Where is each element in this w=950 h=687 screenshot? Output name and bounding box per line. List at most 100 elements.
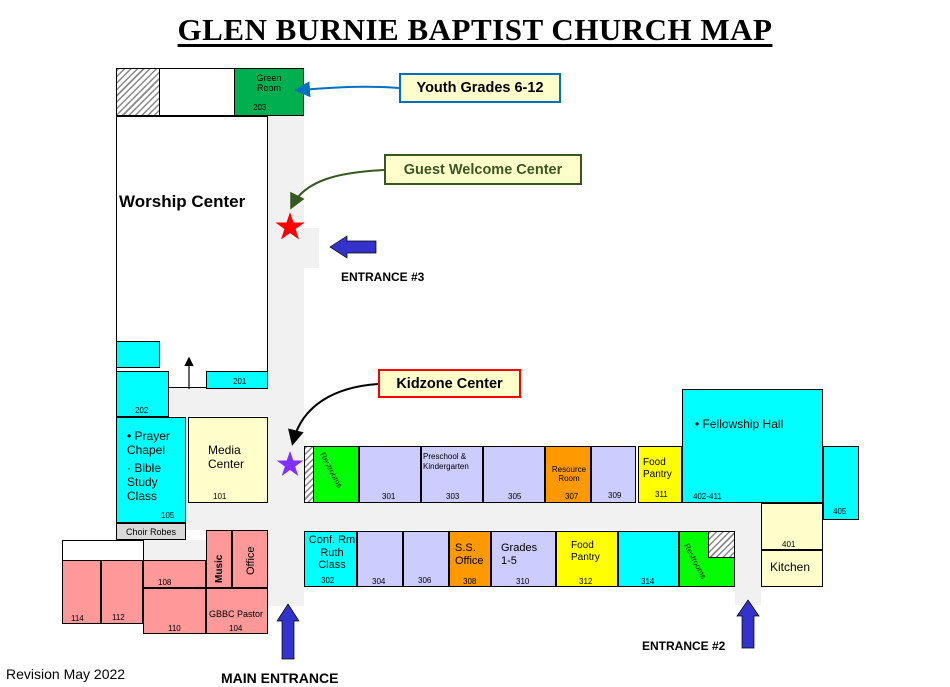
stair-hatch-b	[708, 531, 735, 558]
room-312-food-pantry[interactable]: Food Pantry 312	[556, 531, 618, 587]
room-310-grades-1-5[interactable]: Grades 1-5 310	[491, 531, 556, 587]
worship-center-label: Worship Center	[119, 192, 246, 211]
room-307-resource[interactable]: Resource Room 307	[545, 446, 591, 503]
bible-study-label: · Bible Study Class	[127, 461, 162, 503]
main-entrance-arrow	[276, 603, 300, 660]
room-number-307: 307	[565, 492, 579, 501]
room-number-311: 311	[655, 490, 668, 499]
callout-kidzone-text: Kidzone Center	[396, 375, 503, 392]
room-prayer-chapel-105[interactable]: • Prayer Chapel · Bible Study Class 105	[116, 417, 186, 523]
room-number-101: 101	[213, 492, 227, 501]
room-kitchen[interactable]: Kitchen	[761, 550, 823, 587]
leader-guest	[290, 169, 385, 210]
room-office[interactable]: Office	[232, 530, 268, 588]
room-number-108: 108	[158, 578, 172, 587]
room-green-room[interactable]: Green Room 203	[234, 68, 304, 116]
room-201[interactable]: 201	[206, 371, 268, 389]
kitchen-label: Kitchen	[770, 560, 811, 574]
callout-youth-text: Youth Grades 6-12	[416, 80, 544, 96]
room-302-conference[interactable]: Conf. Rm Ruth Class 302	[304, 531, 357, 587]
room-110[interactable]: 110	[143, 588, 206, 634]
room-media-center-101[interactable]: Media Center 101	[188, 417, 268, 503]
room-number-405: 405	[833, 507, 847, 516]
callout-guest-welcome[interactable]: Guest Welcome Center	[384, 154, 582, 185]
room-304[interactable]: 304	[357, 531, 403, 587]
entrance-3-vestibule	[260, 228, 319, 268]
leader-kidzone	[288, 383, 379, 446]
room-108[interactable]: 108	[143, 560, 206, 588]
room-number-301: 301	[382, 492, 396, 501]
purple-star-icon	[276, 451, 304, 476]
entrance-3-label: ENTRANCE #3	[341, 270, 425, 284]
room-number-402-411: 402-411	[693, 492, 722, 501]
room-number-309: 309	[608, 491, 622, 500]
room-114[interactable]: 114	[62, 560, 101, 624]
room-303-preschool[interactable]: Preschool & Kindergarten 303	[421, 446, 483, 503]
revision-note: Revision May 2022	[6, 666, 126, 682]
room-112[interactable]: 112	[101, 560, 143, 624]
hallway-entrance-2	[735, 505, 761, 605]
room-number-302: 302	[321, 576, 335, 585]
room-number-201: 201	[233, 377, 247, 386]
room-number-401: 401	[782, 540, 796, 549]
entrance-3-arrow	[329, 235, 377, 259]
hallway-main-east-west	[185, 503, 760, 530]
room-number-114: 114	[71, 614, 84, 623]
room-number-112: 112	[112, 613, 125, 622]
preschool-label: Preschool & Kindergarten	[423, 452, 469, 472]
room-309[interactable]: 309	[591, 446, 636, 503]
room-104-gbbc-pastor[interactable]: GBBC Pastor 104	[206, 588, 268, 634]
food-pantry-a-label: Food Pantry	[643, 457, 672, 480]
entrance-2-label: ENTRANCE #2	[642, 639, 726, 653]
callout-guest-text: Guest Welcome Center	[403, 161, 563, 178]
room-401[interactable]: 401	[761, 503, 823, 550]
room-306[interactable]: 306	[403, 531, 449, 587]
room-number-203: 203	[253, 103, 267, 112]
room-number-312: 312	[579, 577, 593, 586]
callout-kidzone[interactable]: Kidzone Center	[378, 369, 521, 398]
room-restrooms-a[interactable]: Restrooms	[313, 446, 359, 503]
room-number-110: 110	[168, 624, 181, 633]
room-number-303: 303	[446, 492, 460, 501]
room-314[interactable]: 314	[618, 531, 679, 587]
room-choir-robes[interactable]: Choir Robes	[116, 523, 186, 540]
map-title: GLEN BURNIE BAPTIST CHURCH MAP	[0, 12, 950, 48]
room-music[interactable]: Music	[206, 530, 232, 588]
room-north-blank	[159, 68, 235, 116]
grades-1-5-label: Grades 1-5	[501, 542, 538, 567]
room-number-202: 202	[135, 406, 149, 415]
room-308-ss-office[interactable]: S.S. Office 308	[449, 531, 491, 587]
room-number-305: 305	[508, 492, 522, 501]
media-center-label: Media Center	[208, 443, 245, 471]
fellowship-hall-label: • Fellowship Hall	[695, 417, 784, 431]
choir-robes-label: Choir Robes	[126, 527, 177, 537]
food-pantry-b-label: Food Pantry	[571, 540, 600, 563]
entrance-2-arrow	[736, 599, 760, 649]
room-number-105: 105	[161, 511, 175, 520]
room-number-314: 314	[641, 577, 655, 586]
room-number-104: 104	[229, 624, 243, 633]
green-room-label: Green Room	[256, 73, 282, 94]
room-number-310: 310	[516, 577, 530, 586]
room-small-cyan-a	[116, 341, 160, 368]
conf-room-label: Conf. Rm Ruth Class	[308, 534, 356, 572]
room-202[interactable]: 202	[116, 371, 169, 417]
callout-youth[interactable]: Youth Grades 6-12	[399, 73, 561, 103]
leader-youth	[294, 81, 400, 98]
red-star-icon	[275, 212, 305, 240]
ss-office-label: S.S. Office	[455, 542, 484, 567]
room-number-306: 306	[418, 576, 432, 585]
gbbc-pastor-label: GBBC Pastor	[209, 609, 264, 619]
map-title-text: GLEN BURNIE BAPTIST CHURCH MAP	[177, 12, 773, 47]
room-305[interactable]: 305	[483, 446, 545, 503]
hallway-west-upper	[169, 388, 269, 416]
resource-room-label: Resource Room	[551, 465, 587, 484]
room-west-lower-blank	[62, 540, 144, 560]
room-311-food-pantry[interactable]: Food Pantry 311	[638, 446, 682, 503]
room-301[interactable]: 301	[359, 446, 421, 503]
main-entrance-label: MAIN ENTRANCE	[221, 670, 339, 686]
room-number-308: 308	[463, 577, 477, 586]
room-405[interactable]: 405	[823, 446, 859, 520]
room-fellowship-hall[interactable]: • Fellowship Hall 402-411	[682, 389, 823, 503]
